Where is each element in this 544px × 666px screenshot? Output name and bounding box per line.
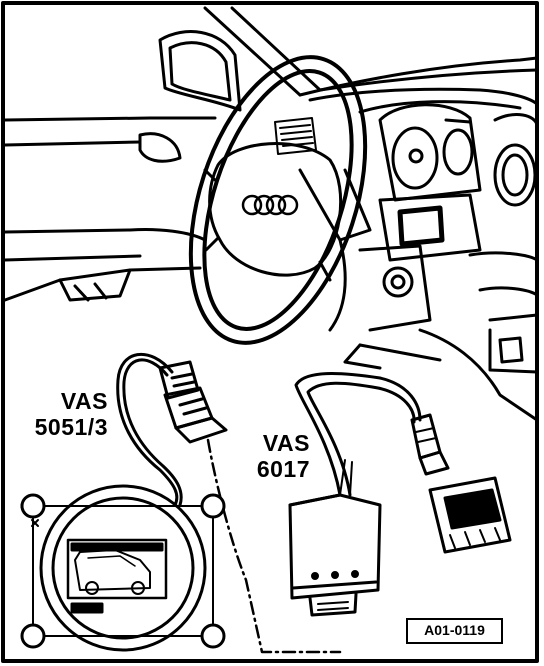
vas-5051-tester <box>20 484 226 652</box>
vas-5051-connector <box>158 360 228 444</box>
vas-6017-unit <box>288 459 382 617</box>
vas-5051-link-line <box>206 438 342 654</box>
label-vas-6017: VAS 6017 <box>234 430 310 482</box>
label-vas-5051-3: VAS 5051/3 <box>8 388 108 440</box>
label-vas-6017-line1: VAS <box>262 430 310 456</box>
steering-wheel <box>188 55 368 345</box>
vas-6017-connector <box>410 413 450 476</box>
label-vas-5051-line2: 5051/3 <box>34 414 108 440</box>
four-rings-logo <box>241 194 299 216</box>
vas-5051-cable <box>116 353 183 507</box>
vas-6017-cable <box>294 372 422 497</box>
label-vas-5051-line1: VAS <box>60 388 108 414</box>
label-vas-6017-line2: 6017 <box>256 456 310 482</box>
vehicle-diagnostic-socket <box>428 476 512 554</box>
figure-code-badge: A01-0119 <box>406 618 503 644</box>
car-interior <box>3 6 539 422</box>
